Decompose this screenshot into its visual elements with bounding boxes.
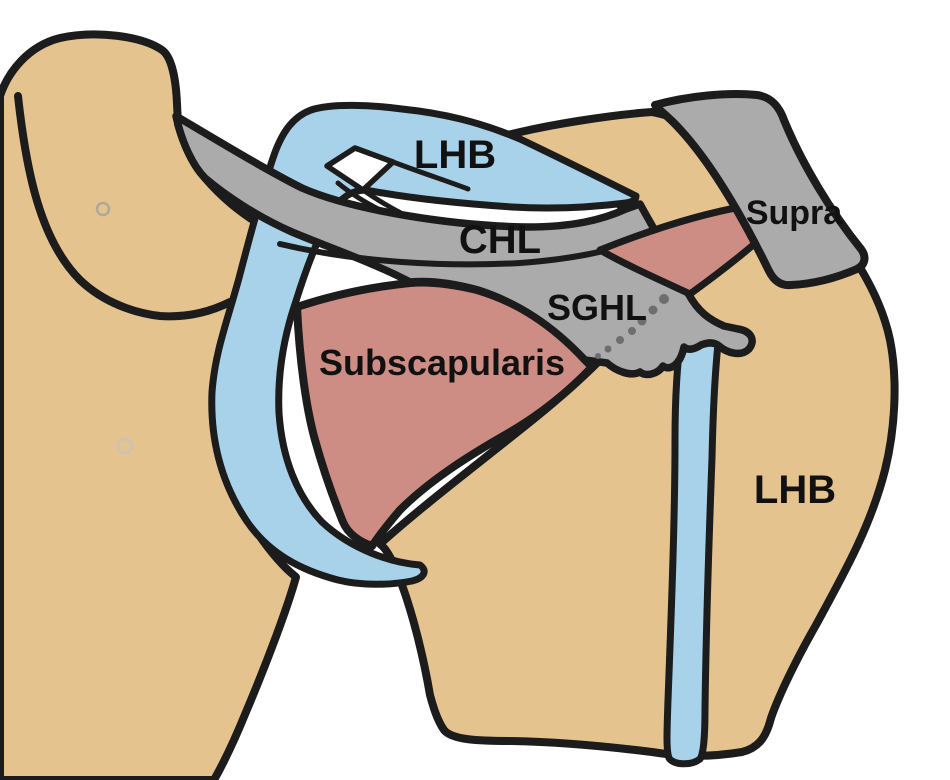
label-chl: CHL bbox=[459, 218, 541, 262]
coracoid-outline bbox=[14, 92, 234, 321]
supraspinatus-tendon-shape bbox=[651, 90, 869, 290]
bone-ring-detail-upper bbox=[95, 201, 111, 217]
sghl-dotted-line bbox=[595, 294, 669, 359]
bone-ring-detail-lower bbox=[116, 437, 134, 455]
lhb-groove-tendon-shape bbox=[663, 332, 722, 768]
label-subscapularis: Subscapularis bbox=[319, 342, 565, 383]
label-supra: Supra bbox=[746, 194, 843, 232]
chl-sghl-ligament-shape bbox=[172, 112, 756, 379]
label-lhb-superior: LHB bbox=[414, 133, 496, 177]
pulley-loop-line-upper bbox=[390, 159, 471, 192]
label-sghl: SGHL bbox=[547, 287, 647, 328]
label-lhb-distal: LHB bbox=[754, 468, 836, 512]
